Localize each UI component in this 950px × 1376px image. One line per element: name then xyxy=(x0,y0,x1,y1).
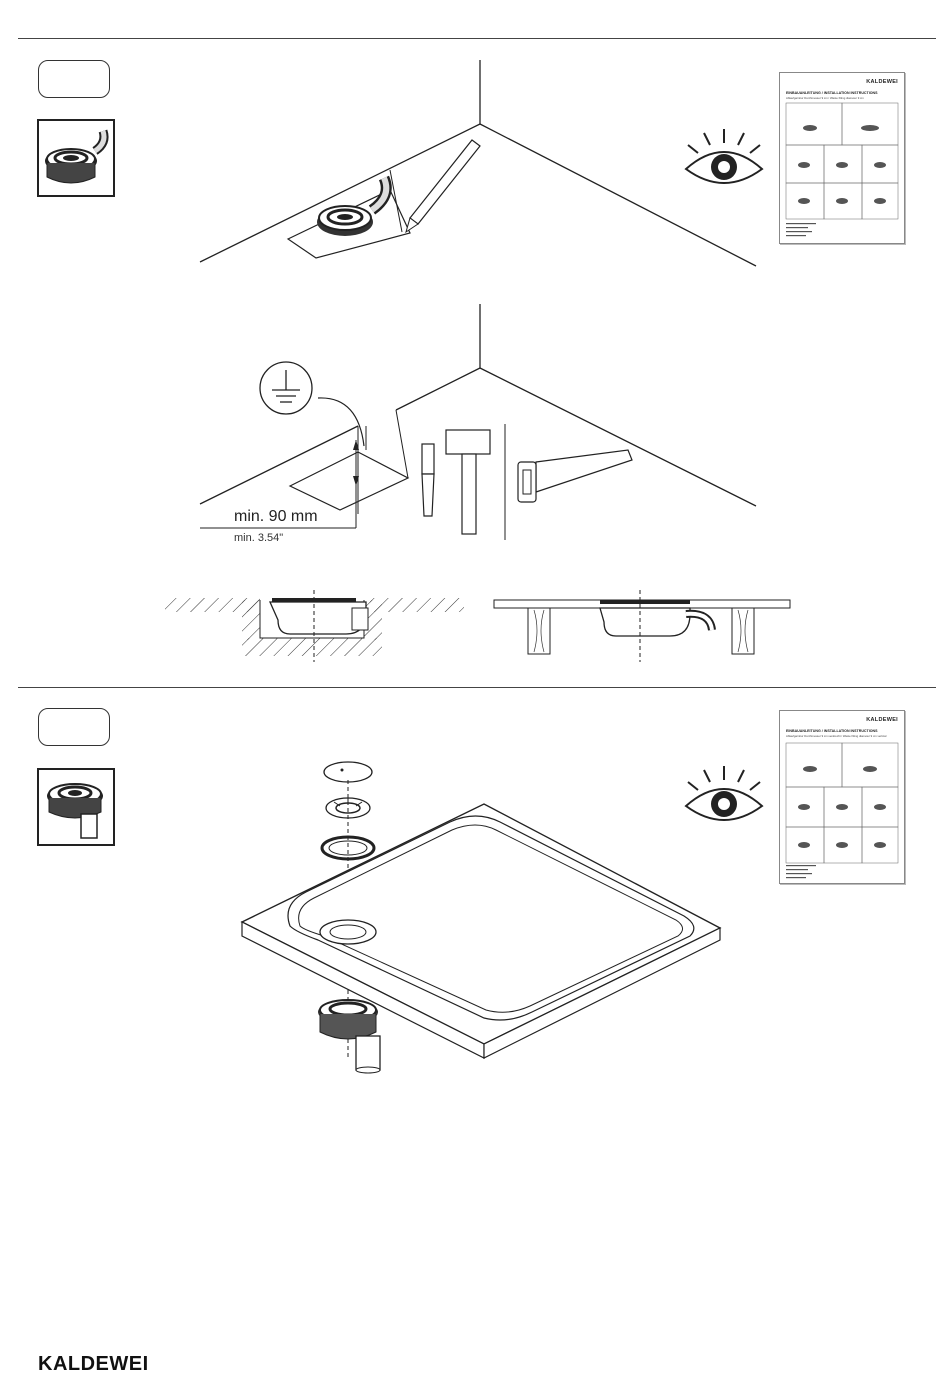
pencil-icon xyxy=(406,140,480,232)
eye-icon xyxy=(680,762,770,832)
min-depth-metric: min. 90 mm xyxy=(234,508,318,526)
hammer-icon xyxy=(444,428,494,538)
min-depth-imperial: min. 3.54" xyxy=(234,532,283,544)
chisel-icon xyxy=(418,440,438,520)
kaldewei-logo: KALDEWEI xyxy=(38,1353,149,1376)
installation-cross-sections xyxy=(0,590,950,670)
eye-icon xyxy=(680,125,770,195)
installation-manual-thumbnail-1: KALDEWEI EINBAUANLEITUNG / INSTALLATION … xyxy=(779,72,905,244)
ground-symbol-icon xyxy=(256,358,316,418)
saw-icon xyxy=(514,448,634,508)
installation-manual-thumbnail-2: KALDEWEI EINBAUANLEITUNG / INSTALLATION … xyxy=(779,710,905,884)
section-divider xyxy=(18,687,936,688)
